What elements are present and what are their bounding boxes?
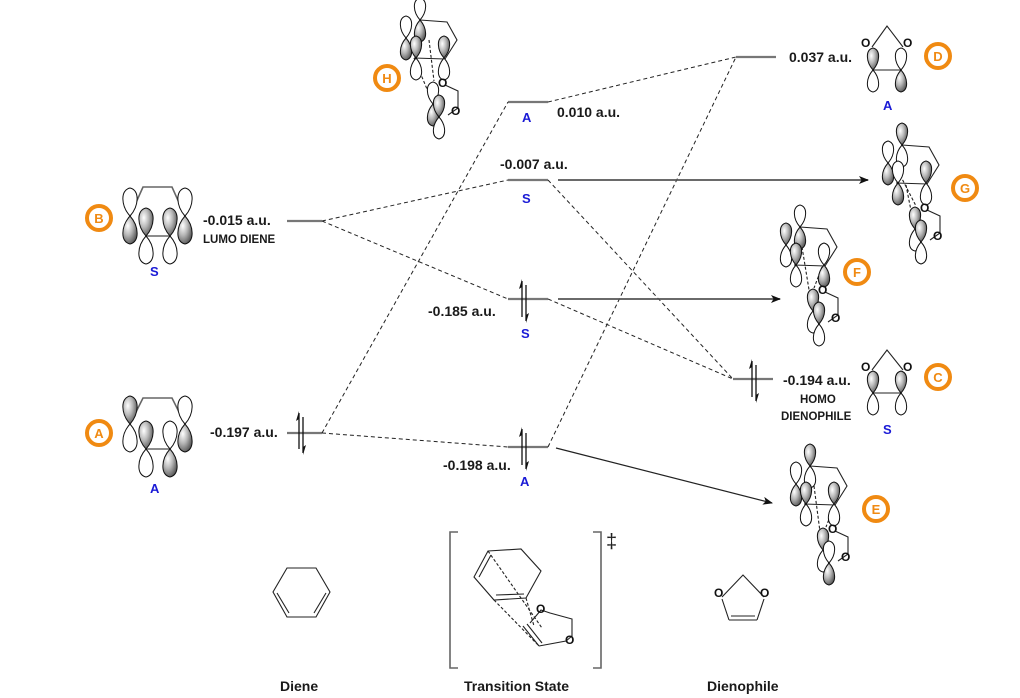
correlation-line bbox=[547, 179, 734, 380]
dienophile-structure: O O bbox=[714, 574, 769, 621]
electron-pair-dienophile-homo bbox=[749, 359, 759, 403]
diene-homo-energy: -0.197 a.u. bbox=[210, 424, 278, 440]
atom-oxygen: O bbox=[760, 586, 769, 600]
svg-text:D: D bbox=[933, 49, 942, 64]
atom-oxygen: O bbox=[818, 283, 827, 297]
ts-orbital-e: O O bbox=[789, 443, 850, 586]
dienophile-homo-energy: -0.194 a.u. bbox=[783, 372, 851, 388]
badge-h: H bbox=[373, 64, 401, 92]
atom-oxygen: O bbox=[438, 76, 447, 90]
atom-oxygen: O bbox=[536, 602, 545, 616]
correlation-line bbox=[547, 56, 737, 448]
badge-a: A bbox=[85, 419, 113, 447]
badge-f: F bbox=[843, 258, 871, 286]
diene-homo-orbital bbox=[122, 395, 193, 478]
atom-oxygen: O bbox=[841, 550, 850, 564]
dienophile-homo-symmetry: S bbox=[883, 422, 892, 437]
dienophile-lumo-symmetry: A bbox=[883, 98, 893, 113]
electron-pair-diene-homo bbox=[296, 411, 306, 455]
svg-text:A: A bbox=[94, 426, 104, 441]
correlation-line bbox=[547, 298, 734, 380]
ts-orbital-arrows bbox=[555, 176, 869, 505]
dienophile-homo-label-2: DIENOPHILE bbox=[781, 411, 852, 423]
badge-g: G bbox=[951, 174, 979, 202]
atom-oxygen: O bbox=[933, 229, 942, 243]
ts-level-2-energy: -0.007 a.u. bbox=[500, 156, 568, 172]
atom-oxygen: O bbox=[861, 36, 870, 50]
diene-lumo-energy: -0.015 a.u. bbox=[203, 212, 271, 228]
caption-transition-state: Transition State bbox=[464, 678, 569, 694]
svg-text:F: F bbox=[853, 265, 861, 280]
correlation-line bbox=[321, 179, 509, 222]
svg-text:G: G bbox=[960, 181, 970, 196]
caption-diene: Diene bbox=[280, 678, 318, 694]
badge-e: E bbox=[862, 495, 890, 523]
atom-oxygen: O bbox=[451, 104, 460, 118]
caption-dienophile: Dienophile bbox=[707, 678, 779, 694]
dienophile-homo-orbital: O O bbox=[861, 349, 912, 416]
electron-pair-ts-3 bbox=[519, 279, 529, 323]
ts-orbital-f: O O bbox=[779, 204, 840, 347]
transition-state-structure: ‡ O O bbox=[449, 531, 617, 669]
ts-level-4-energy: -0.198 a.u. bbox=[443, 457, 511, 473]
svg-text:B: B bbox=[94, 211, 103, 226]
correlation-line bbox=[321, 220, 509, 300]
svg-text:C: C bbox=[933, 370, 943, 385]
electron-pairs bbox=[296, 279, 759, 471]
atom-oxygen: O bbox=[831, 311, 840, 325]
ts-level-3-energy: -0.185 a.u. bbox=[428, 303, 496, 319]
badge-b: B bbox=[85, 204, 113, 232]
diene-structure bbox=[272, 567, 331, 618]
badge-c: C bbox=[924, 363, 952, 391]
correlation-line bbox=[321, 101, 509, 434]
dienophile-homo-label-1: HOMO bbox=[800, 394, 836, 406]
ts-orbital-h: O O bbox=[399, 0, 460, 140]
badge-d: D bbox=[924, 42, 952, 70]
ts-orbital-g: O O bbox=[881, 122, 942, 265]
atom-oxygen: O bbox=[714, 586, 723, 600]
ts-level-1-symmetry: A bbox=[522, 110, 532, 125]
atom-oxygen: O bbox=[903, 36, 912, 50]
atom-oxygen: O bbox=[920, 201, 929, 215]
ts-level-1-energy: 0.010 a.u. bbox=[557, 104, 620, 120]
ts-level-2-symmetry: S bbox=[522, 191, 531, 206]
atom-oxygen: O bbox=[861, 360, 870, 374]
dienophile-lumo-energy: 0.037 a.u. bbox=[789, 49, 852, 65]
electron-pair-ts-4 bbox=[519, 427, 529, 471]
diene-homo-symmetry: A bbox=[150, 481, 160, 496]
atom-oxygen: O bbox=[903, 360, 912, 374]
ts-level-4-symmetry: A bbox=[520, 474, 530, 489]
ts-level-3-symmetry: S bbox=[521, 326, 530, 341]
energy-levels bbox=[287, 55, 776, 449]
correlation-line bbox=[321, 432, 509, 448]
double-dagger-symbol: ‡ bbox=[606, 531, 617, 553]
atom-oxygen: O bbox=[828, 522, 837, 536]
diene-lumo-orbital bbox=[122, 186, 193, 265]
diene-lumo-symmetry: S bbox=[150, 264, 159, 279]
svg-text:H: H bbox=[382, 71, 391, 86]
diene-lumo-label: LUMO DIENE bbox=[203, 234, 276, 246]
atom-oxygen: O bbox=[565, 633, 574, 647]
dienophile-lumo-orbital: O O bbox=[861, 25, 912, 93]
svg-text:E: E bbox=[872, 502, 881, 517]
arrow-to-orbital-e bbox=[555, 447, 773, 505]
correlation-line bbox=[547, 56, 737, 103]
correlation-lines bbox=[321, 56, 737, 448]
